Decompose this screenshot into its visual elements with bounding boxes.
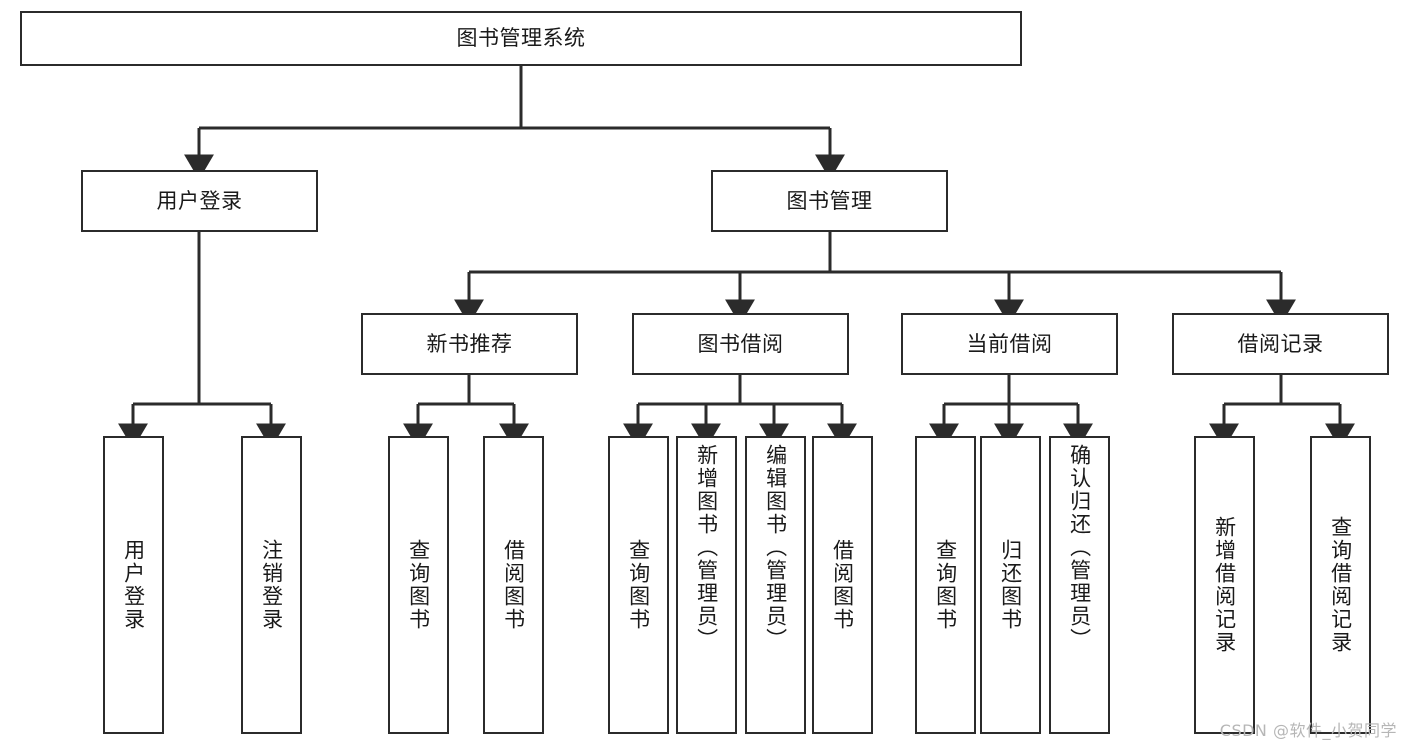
node-leaf-user-login[interactable]: 用户登录 [103, 436, 164, 734]
node-book-management-label: 图书管理 [786, 188, 873, 213]
node-leaf-current-query-book-label: 查询图书 [933, 539, 958, 631]
watermark: CSDN @软件_小贺同学 [1219, 721, 1397, 740]
node-leaf-confirm-return-label: 确认归还（管理员） [1067, 444, 1092, 651]
node-leaf-borrow-query-book[interactable]: 查询图书 [608, 436, 669, 734]
node-leaf-borrow-query-book-label: 查询图书 [626, 539, 651, 631]
node-root[interactable]: 图书管理系统 [20, 11, 1022, 66]
node-user-login-label: 用户登录 [156, 188, 243, 213]
node-leaf-query-borrow-record[interactable]: 查询借阅记录 [1310, 436, 1371, 734]
node-new-book-recommend-label: 新书推荐 [426, 331, 513, 356]
node-leaf-confirm-return[interactable]: 确认归还（管理员） [1049, 436, 1110, 734]
node-leaf-borrow-book[interactable]: 借阅图书 [812, 436, 873, 734]
node-root-label: 图书管理系统 [456, 26, 586, 51]
node-leaf-return-book-label: 归还图书 [998, 539, 1023, 631]
node-borrow-record-label: 借阅记录 [1237, 331, 1324, 356]
node-user-login[interactable]: 用户登录 [81, 170, 318, 232]
node-leaf-logout-label: 注销登录 [259, 539, 284, 631]
node-new-book-recommend[interactable]: 新书推荐 [361, 313, 578, 375]
node-leaf-add-book[interactable]: 新增图书（管理员） [676, 436, 737, 734]
node-leaf-logout[interactable]: 注销登录 [241, 436, 302, 734]
node-leaf-recommend-borrow-book[interactable]: 借阅图书 [483, 436, 544, 734]
node-leaf-add-borrow-record[interactable]: 新增借阅记录 [1194, 436, 1255, 734]
node-current-borrow[interactable]: 当前借阅 [901, 313, 1118, 375]
node-book-borrow-label: 图书借阅 [697, 331, 784, 356]
node-leaf-user-login-label: 用户登录 [121, 539, 146, 631]
node-leaf-recommend-query-book-label: 查询图书 [406, 539, 431, 631]
node-borrow-record[interactable]: 借阅记录 [1172, 313, 1389, 375]
node-leaf-borrow-book-label: 借阅图书 [830, 539, 855, 631]
node-leaf-query-borrow-record-label: 查询借阅记录 [1328, 516, 1353, 654]
node-leaf-edit-book[interactable]: 编辑图书（管理员） [745, 436, 806, 734]
node-leaf-recommend-query-book[interactable]: 查询图书 [388, 436, 449, 734]
node-leaf-current-query-book[interactable]: 查询图书 [915, 436, 976, 734]
node-leaf-add-book-label: 新增图书（管理员） [694, 444, 719, 651]
node-leaf-edit-book-label: 编辑图书（管理员） [763, 444, 788, 651]
node-book-borrow[interactable]: 图书借阅 [632, 313, 849, 375]
node-book-management[interactable]: 图书管理 [711, 170, 948, 232]
node-current-borrow-label: 当前借阅 [966, 331, 1053, 356]
node-leaf-recommend-borrow-book-label: 借阅图书 [501, 539, 526, 631]
node-leaf-add-borrow-record-label: 新增借阅记录 [1212, 516, 1237, 654]
node-leaf-return-book[interactable]: 归还图书 [980, 436, 1041, 734]
